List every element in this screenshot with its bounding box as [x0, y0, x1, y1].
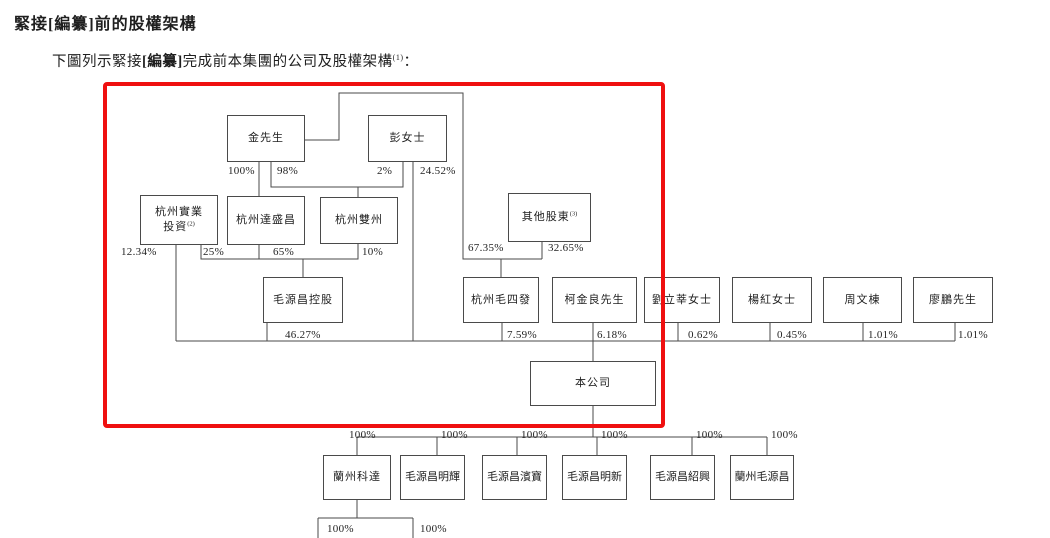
node-mr-liaopeng-label: 廖鵬先生 [929, 293, 977, 306]
node-hangzhou-maosifa-label: 杭州毛四發 [471, 293, 531, 306]
node-hangzhou-shiye-line2-text: 投資 [163, 221, 188, 233]
pct-holdings-company: 46.27% [285, 329, 321, 341]
node-hangzhou-maosifa: 杭州毛四發 [463, 277, 539, 323]
node-maoyuanchang-mingxin-label: 毛源昌明新 [567, 471, 622, 484]
node-ms-liulixin-label: 劉立莘女士 [652, 293, 712, 306]
intro-footnote-marker: (1) [392, 53, 404, 63]
node-hangzhou-shuangzhou-label: 杭州雙州 [335, 214, 383, 227]
pct-jin-shuangzhou: 98% [277, 165, 299, 177]
pct-liu-company: 0.62% [688, 329, 718, 341]
node-ms-peng: 彭女士 [368, 115, 447, 162]
node-other-shareholders-text: 其他股東 [521, 211, 570, 224]
node-maoyuanchang-mingxin: 毛源昌明新 [562, 455, 627, 500]
intro-suffix: 完成前本集團的公司及股權架構 [182, 54, 393, 70]
pct-liao-company: 1.01% [958, 329, 988, 341]
pct-company-shaoxing: 100% [696, 429, 723, 441]
pct-company-binbao: 100% [521, 429, 548, 441]
pct-yang-company: 0.45% [777, 329, 807, 341]
node-the-company: 本公司 [530, 361, 656, 406]
node-hangzhou-dashengchang: 杭州達盛昌 [227, 196, 305, 245]
node-maoyuanchang-minghui-label: 毛源昌明輝 [405, 471, 460, 484]
node-other-shareholders-label: 其他股東(3) [522, 210, 578, 225]
intro-prefix: 下圖列示緊接 [52, 54, 142, 70]
node-mr-jin: 金先生 [227, 115, 305, 162]
node-lanzhou-keda: 蘭州科達 [323, 455, 391, 500]
pct-jin-maosifa: 67.35% [468, 242, 504, 254]
node-mr-kejinliang: 柯金良先生 [552, 277, 637, 323]
node-hangzhou-dashengchang-label: 杭州達盛昌 [236, 214, 296, 227]
pct-company-minghui: 100% [441, 429, 468, 441]
pct-maosifa-company: 7.59% [507, 329, 537, 341]
pct-keda-sub-left: 100% [327, 523, 354, 535]
node-maoyuanchang-holdings-label: 毛源昌控股 [273, 293, 333, 306]
intro-text: 下圖列示緊接[編纂]完成前本集團的公司及股權架構(1)： [52, 50, 419, 71]
intro-colon: ： [403, 54, 419, 70]
node-hangzhou-shiye-line1: 杭州實業 [155, 206, 203, 219]
pct-shiye-holdings: 25% [203, 246, 225, 258]
pct-peng-company: 24.52% [420, 165, 456, 177]
node-zhouwendong-label: 周文棟 [844, 293, 881, 306]
node-ms-yanghong-label: 楊紅女士 [748, 293, 796, 306]
pct-jin-dashengchang: 100% [228, 165, 255, 177]
node-maoyuanchang-binbao: 毛源昌濱寶 [482, 455, 547, 500]
pct-keda-sub-right: 100% [420, 523, 447, 535]
node-hangzhou-shuangzhou: 杭州雙州 [320, 197, 398, 244]
node-mr-jin-label: 金先生 [248, 132, 284, 145]
pct-company-mingxin: 100% [601, 429, 628, 441]
node-lanzhou-maoyuanchang: 蘭州毛源昌 [730, 455, 794, 500]
node-other-shareholders-footnote-marker: (3) [569, 210, 578, 218]
node-ms-yanghong: 楊紅女士 [732, 277, 812, 323]
pct-ke-company: 6.18% [597, 329, 627, 341]
intro-bold: [編纂] [142, 54, 183, 70]
node-maoyuanchang-holdings: 毛源昌控股 [263, 277, 343, 323]
node-mr-liaopeng: 廖鵬先生 [913, 277, 993, 323]
node-the-company-label: 本公司 [575, 377, 611, 390]
pct-shuangzhou-holdings: 10% [362, 246, 384, 258]
node-hangzhou-shiye-line2: 投資(2) [163, 220, 195, 235]
node-zhouwendong: 周文棟 [823, 277, 902, 323]
pct-other-maosifa: 32.65% [548, 242, 584, 254]
pct-zhou-company: 1.01% [868, 329, 898, 341]
page-title: 緊接[編纂]前的股權架構 [14, 16, 197, 33]
node-maoyuanchang-shaoxing-label: 毛源昌紹興 [655, 471, 710, 484]
pct-peng-shuangzhou: 2% [377, 165, 393, 177]
node-hangzhou-shiye-footnote-marker: (2) [187, 220, 195, 228]
pct-company-lanzhoukeda: 100% [349, 429, 376, 441]
pct-dashengchang-holdings: 65% [273, 246, 295, 258]
node-hangzhou-shiye-touzi: 杭州實業投資(2) [140, 195, 218, 245]
node-ms-liulixin: 劉立莘女士 [644, 277, 720, 323]
node-lanzhou-keda-label: 蘭州科達 [333, 471, 381, 484]
pct-shiye-company: 12.34% [121, 246, 157, 258]
node-lanzhou-maoyuanchang-label: 蘭州毛源昌 [734, 471, 790, 484]
node-mr-kejinliang-label: 柯金良先生 [564, 293, 625, 306]
node-other-shareholders: 其他股東(3) [508, 193, 591, 242]
node-maoyuanchang-shaoxing: 毛源昌紹興 [650, 455, 715, 500]
node-maoyuanchang-minghui: 毛源昌明輝 [400, 455, 465, 500]
node-ms-peng-label: 彭女士 [389, 132, 426, 145]
pct-company-lanzhoumyc: 100% [771, 429, 798, 441]
node-maoyuanchang-binbao-label: 毛源昌濱寶 [487, 471, 542, 484]
